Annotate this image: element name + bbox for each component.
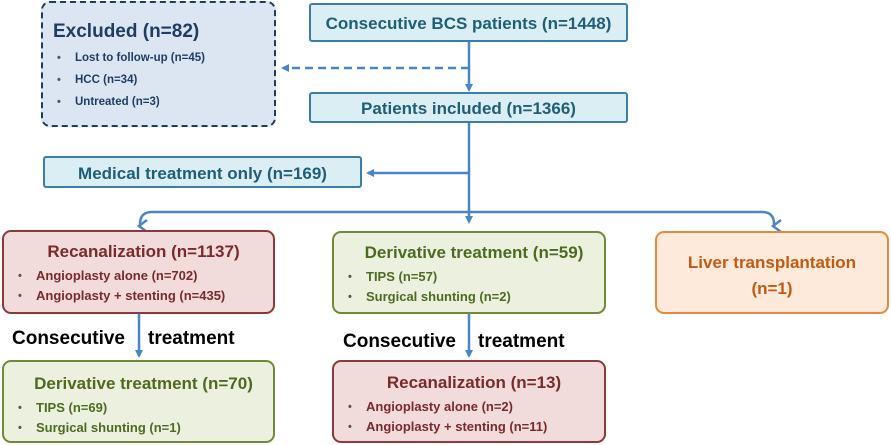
list-item: Angioplasty + stenting (n=11) xyxy=(344,417,604,437)
excluded-title: Excluded (n=82) xyxy=(53,21,200,42)
list-item: TIPS (n=57) xyxy=(344,267,604,287)
recanalization-title: Recanalization (n=1137) xyxy=(47,242,240,261)
derivative-treatment-box: Derivative treatment (n=59) TIPS (n=57) … xyxy=(332,231,606,314)
list-item: Angioplasty + stenting (n=435) xyxy=(14,286,273,306)
medical-treatment-box: Medical treatment only (n=169) xyxy=(43,156,362,188)
excluded-box: Excluded (n=82) Lost to follow-up (n=45)… xyxy=(41,1,276,127)
consecutive-treatment-label-left-1: Consecutive xyxy=(12,328,125,349)
derivative-2-list: TIPS (n=69) Surgical shunting (n=1) xyxy=(14,398,273,438)
consecutive-treatment-label-right-2: treatment xyxy=(478,331,565,352)
consecutive-patients-box: Consecutive BCS patients (n=1448) xyxy=(309,3,628,42)
arrow-branch-right xyxy=(469,210,774,226)
patients-included-box: Patients included (n=1366) xyxy=(309,92,628,123)
consecutive-treatment-label-left-2: treatment xyxy=(148,328,235,349)
list-item: Angioplasty alone (n=2) xyxy=(344,397,604,417)
patients-included-title: Patients included (n=1366) xyxy=(361,99,576,118)
list-item: TIPS (n=69) xyxy=(14,398,273,418)
list-item: Angioplasty alone (n=702) xyxy=(14,266,273,286)
recanalization-2-box: Recanalization (n=13) Angioplasty alone … xyxy=(332,360,606,443)
liver-transplantation-count: (n=1) xyxy=(751,279,793,298)
list-item: Surgical shunting (n=1) xyxy=(14,418,273,438)
consecutive-treatment-label-right-1: Consecutive xyxy=(343,331,456,352)
list-item: Untreated (n=3) xyxy=(53,91,274,113)
liver-transplantation-box: Liver transplantation (n=1) xyxy=(655,231,889,314)
list-item: Lost to follow-up (n=45) xyxy=(53,47,274,69)
list-item: Surgical shunting (n=2) xyxy=(344,287,604,307)
recanalization-list: Angioplasty alone (n=702) Angioplasty + … xyxy=(14,266,273,306)
medical-treatment-title: Medical treatment only (n=169) xyxy=(78,164,327,183)
derivative-treatment-title: Derivative treatment (n=59) xyxy=(364,243,584,262)
derivative-treatment-2-title: Derivative treatment (n=70) xyxy=(34,374,253,393)
excluded-list: Lost to follow-up (n=45) HCC (n=34) Untr… xyxy=(53,47,274,113)
recanalization-2-title: Recanalization (n=13) xyxy=(386,373,562,392)
arrow-branch-left xyxy=(140,210,469,226)
derivative-treatment-2-box: Derivative treatment (n=70) TIPS (n=69) … xyxy=(2,360,275,443)
list-item: HCC (n=34) xyxy=(53,69,274,91)
recanalization-2-list: Angioplasty alone (n=2) Angioplasty + st… xyxy=(344,397,604,437)
liver-transplantation-title: Liver transplantation xyxy=(687,253,857,272)
recanalization-box: Recanalization (n=1137) Angioplasty alon… xyxy=(2,230,275,314)
consecutive-patients-title: Consecutive BCS patients (n=1448) xyxy=(325,14,612,33)
derivative-list: TIPS (n=57) Surgical shunting (n=2) xyxy=(344,267,604,307)
